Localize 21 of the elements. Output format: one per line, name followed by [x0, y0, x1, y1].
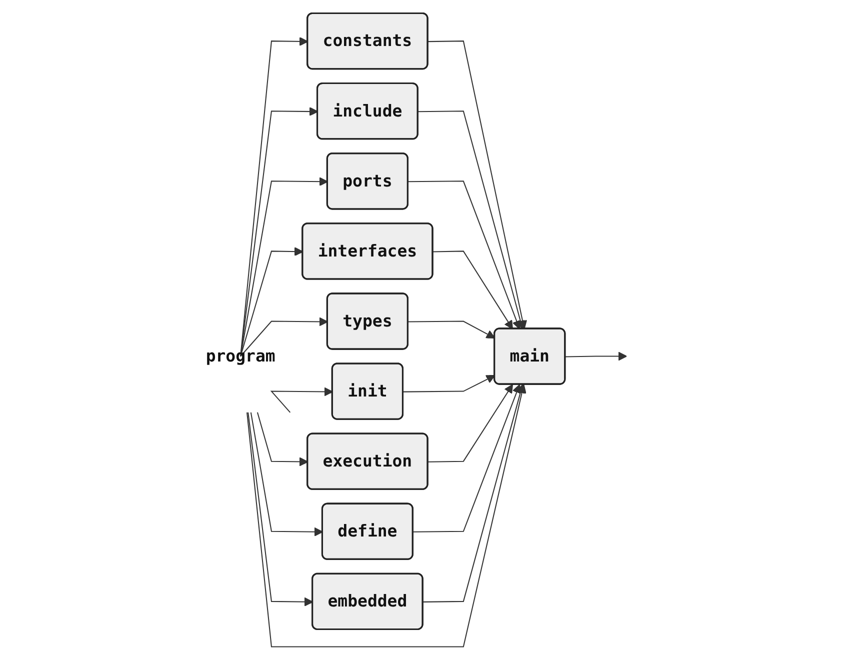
- arrow: [428, 384, 513, 462]
- arrow: [250, 412, 323, 536]
- arrow: [256, 412, 308, 466]
- arrow: [418, 110, 524, 329]
- arrow: [247, 412, 313, 606]
- arrow: [240, 316, 328, 356]
- arrow: [240, 246, 303, 356]
- arrow: [240, 176, 328, 356]
- arrow: [412, 384, 520, 532]
- arrow: [402, 374, 495, 392]
- arrow: [428, 40, 527, 329]
- arrow: [270, 386, 333, 412]
- arrow: [408, 320, 495, 338]
- arrow: [564, 351, 627, 360]
- node-text: program: [205, 345, 275, 366]
- arrow: [240, 106, 318, 356]
- arrow: [408, 180, 520, 329]
- arrow: [422, 384, 524, 602]
- arrow: [432, 250, 513, 329]
- arrow: [240, 36, 308, 356]
- arrow: [246, 384, 526, 647]
